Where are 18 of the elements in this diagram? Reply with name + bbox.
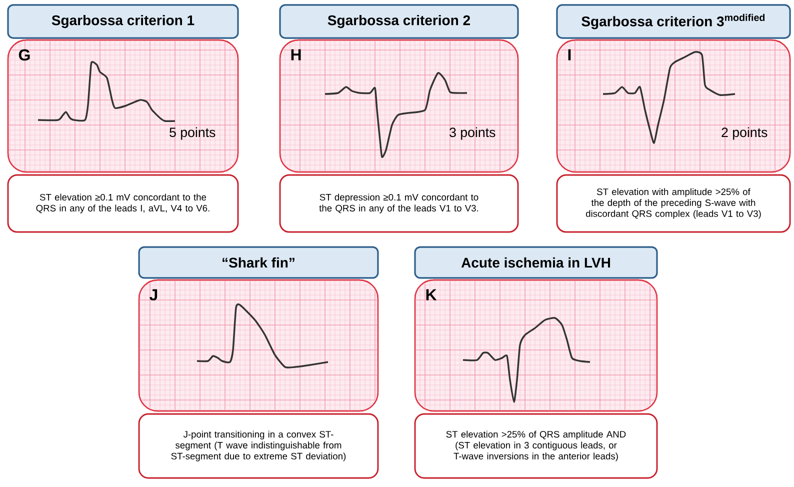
description-box: ST elevation >25% of QRS amplitude AND (ST elevation in 3 contiguous leads, or T-wave inversions in the anterior leads) bbox=[414, 413, 658, 479]
description-box: ST depression ≥0.1 mV concordant to the QRS in any of the leads V1 to V3. bbox=[279, 174, 519, 233]
panel-letter: K bbox=[426, 289, 437, 300]
header-box: Sgarbossa criterion 3$^{modified}$ bbox=[556, 4, 791, 39]
description-box: ST elevation ≥0.1 mV concordant to the QRS in any of the leads I, aVL, V4 to V6. bbox=[7, 174, 239, 233]
points-label: 2 points bbox=[722, 127, 768, 140]
panel-letter: J bbox=[150, 289, 158, 300]
description-box: J-point transitioning in a convex ST-segment (T wave indistinguishable from ST-segment due to extreme ST deviation) bbox=[138, 413, 379, 479]
description-box: ST elevation with amplitude >25% of the depth of the preceding S-wave with discordant QRS complex (leads V1 to V3) bbox=[556, 174, 791, 233]
header-box: Sgarbossa criterion 2 bbox=[279, 4, 519, 39]
header-box: Sgarbossa criterion 1 bbox=[7, 4, 239, 39]
points-label: 5 points bbox=[170, 127, 216, 140]
panel-letter: G bbox=[18, 49, 30, 61]
header-box: “Shark fin” bbox=[138, 246, 379, 279]
panel-letter: H bbox=[291, 49, 301, 60]
panel-letter: I bbox=[568, 49, 571, 60]
header-box: Acute ischemia in LVH bbox=[414, 246, 658, 279]
points-label: 3 points bbox=[450, 127, 496, 140]
